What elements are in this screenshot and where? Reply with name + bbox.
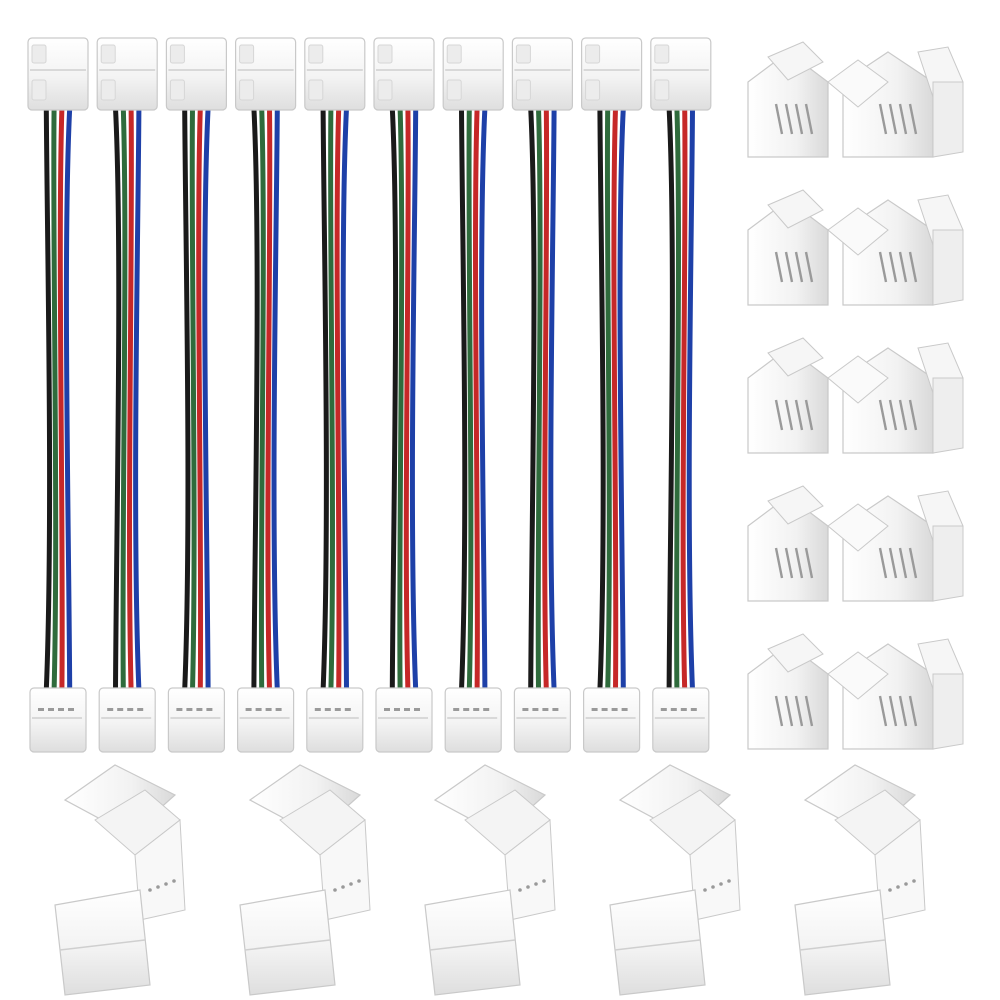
rgb-wire-bundle [666, 105, 695, 693]
wire [466, 105, 474, 693]
rgb-wire-bundle [182, 105, 211, 693]
l-connector [747, 633, 964, 750]
wire [189, 105, 197, 693]
wire [265, 105, 273, 693]
wire [133, 105, 142, 693]
bottom-clip-housing [98, 687, 156, 753]
wire [43, 105, 53, 693]
bottom-clip-housing [513, 687, 572, 753]
top-clip-housing [27, 37, 89, 111]
wire [63, 105, 73, 693]
top-clip-housing [96, 37, 158, 111]
wire [409, 105, 419, 693]
wire [666, 105, 675, 693]
rgb-wire-bundle [113, 105, 142, 693]
bottom-clip-housing [237, 687, 295, 753]
wire [674, 105, 681, 693]
wire [479, 105, 488, 693]
wire [196, 105, 204, 693]
rgb-wire-bundle [43, 105, 73, 693]
top-clip-housing [165, 37, 227, 111]
straight-connector-cable [27, 37, 89, 753]
wire [680, 105, 688, 693]
straight-connector-cable [96, 37, 158, 753]
top-clip-housing [650, 37, 712, 111]
wire [389, 105, 399, 693]
rgb-wire-bundle [597, 105, 626, 693]
wire [251, 105, 260, 693]
wire [528, 105, 537, 693]
bottom-clip-housing [29, 687, 87, 753]
l-connector [747, 337, 964, 454]
top-clip-housing [373, 37, 435, 111]
wire [459, 105, 468, 693]
straight-connector-cable [165, 37, 227, 753]
wire [686, 105, 695, 693]
bottom-clip-housing [582, 687, 641, 753]
wire [597, 105, 606, 693]
l-connectors-bottom-row [54, 764, 926, 996]
wire [340, 105, 349, 693]
l-connector-closed [794, 764, 926, 996]
bottom-clip-housing [167, 687, 225, 753]
wire [617, 105, 626, 693]
rgb-wire-bundle [528, 105, 557, 693]
wire [271, 105, 280, 693]
l-connector-closed [239, 764, 371, 996]
top-clip-housing [304, 37, 366, 111]
wire [403, 105, 411, 693]
wire [473, 105, 480, 693]
wire [397, 105, 405, 693]
l-connector-closed [424, 764, 556, 996]
wire [57, 105, 65, 693]
wire [113, 105, 122, 693]
bottom-clip-housing [306, 687, 364, 753]
l-connector-closed [54, 764, 186, 996]
wire [535, 105, 543, 693]
wire [202, 105, 211, 693]
l-connectors-right-column [747, 41, 964, 750]
wire [328, 105, 335, 693]
rgb-wire-bundle [251, 105, 280, 693]
straight-connector-cable [650, 37, 712, 753]
straight-connector-cable [580, 37, 643, 753]
rgb-wire-bundle [459, 105, 488, 693]
straight-cable-connectors [27, 37, 712, 753]
bottom-clip-housing [444, 687, 502, 753]
wire [258, 105, 266, 693]
straight-connector-cable [442, 37, 504, 753]
straight-connector-cable [235, 37, 297, 753]
wire [120, 105, 128, 693]
l-connector [747, 189, 964, 306]
l-connector [747, 41, 964, 158]
wire [127, 105, 134, 693]
top-clip-housing [235, 37, 297, 111]
wire [51, 105, 59, 693]
straight-connector-cable [373, 37, 435, 753]
wire [548, 105, 557, 693]
straight-connector-cable [511, 37, 574, 753]
l-connector-closed [609, 764, 741, 996]
l-connector [747, 485, 964, 602]
wire [320, 105, 329, 693]
top-clip-housing [580, 37, 643, 111]
wire [604, 105, 612, 693]
top-clip-housing [511, 37, 574, 111]
bottom-clip-housing [652, 687, 710, 753]
top-clip-housing [442, 37, 504, 111]
rgb-wire-bundle [389, 105, 419, 693]
wire [334, 105, 342, 693]
wire [182, 105, 191, 693]
bottom-clip-housing [375, 687, 433, 753]
wire [611, 105, 619, 693]
rgb-wire-bundle [320, 105, 349, 693]
straight-connector-cable [304, 37, 366, 753]
wire [542, 105, 550, 693]
